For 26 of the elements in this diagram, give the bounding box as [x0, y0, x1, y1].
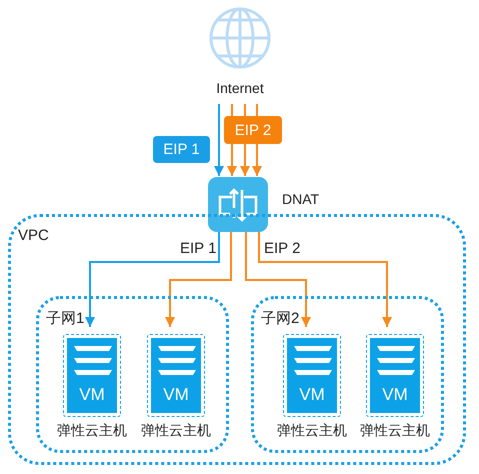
vm-label: VM: [381, 385, 409, 405]
node-caption: DNAT: [282, 191, 320, 207]
ip-label: EIP 1: [180, 240, 216, 257]
node-label: Internet: [215, 80, 265, 96]
arrow: [245, 232, 311, 327]
subnet-region: [36, 296, 229, 453]
subnet-region: [251, 296, 444, 453]
arrow: [165, 232, 232, 327]
region-label: 子网2: [261, 309, 300, 328]
region-label: VPC: [18, 227, 49, 244]
nat-gateway: [208, 177, 268, 232]
vm-caption: 弹性云主机: [140, 422, 212, 440]
vm-caption: 弹性云主机: [359, 422, 431, 440]
arrow: [258, 232, 392, 327]
vpc-region: [8, 214, 466, 465]
ip-badge: EIP 2: [224, 116, 282, 144]
vm-caption: 弹性云主机: [276, 422, 348, 440]
arrow: [214, 104, 224, 176]
vm-label: VM: [162, 385, 190, 405]
vm-label: VM: [78, 385, 106, 405]
ip-label: EIP 2: [264, 240, 300, 257]
arrow: [85, 232, 220, 327]
region-label: 子网1: [46, 309, 84, 328]
vm-label: VM: [298, 385, 326, 405]
vm-caption: 弹性云主机: [56, 422, 128, 440]
ip-badge: EIP 1: [153, 136, 210, 163]
